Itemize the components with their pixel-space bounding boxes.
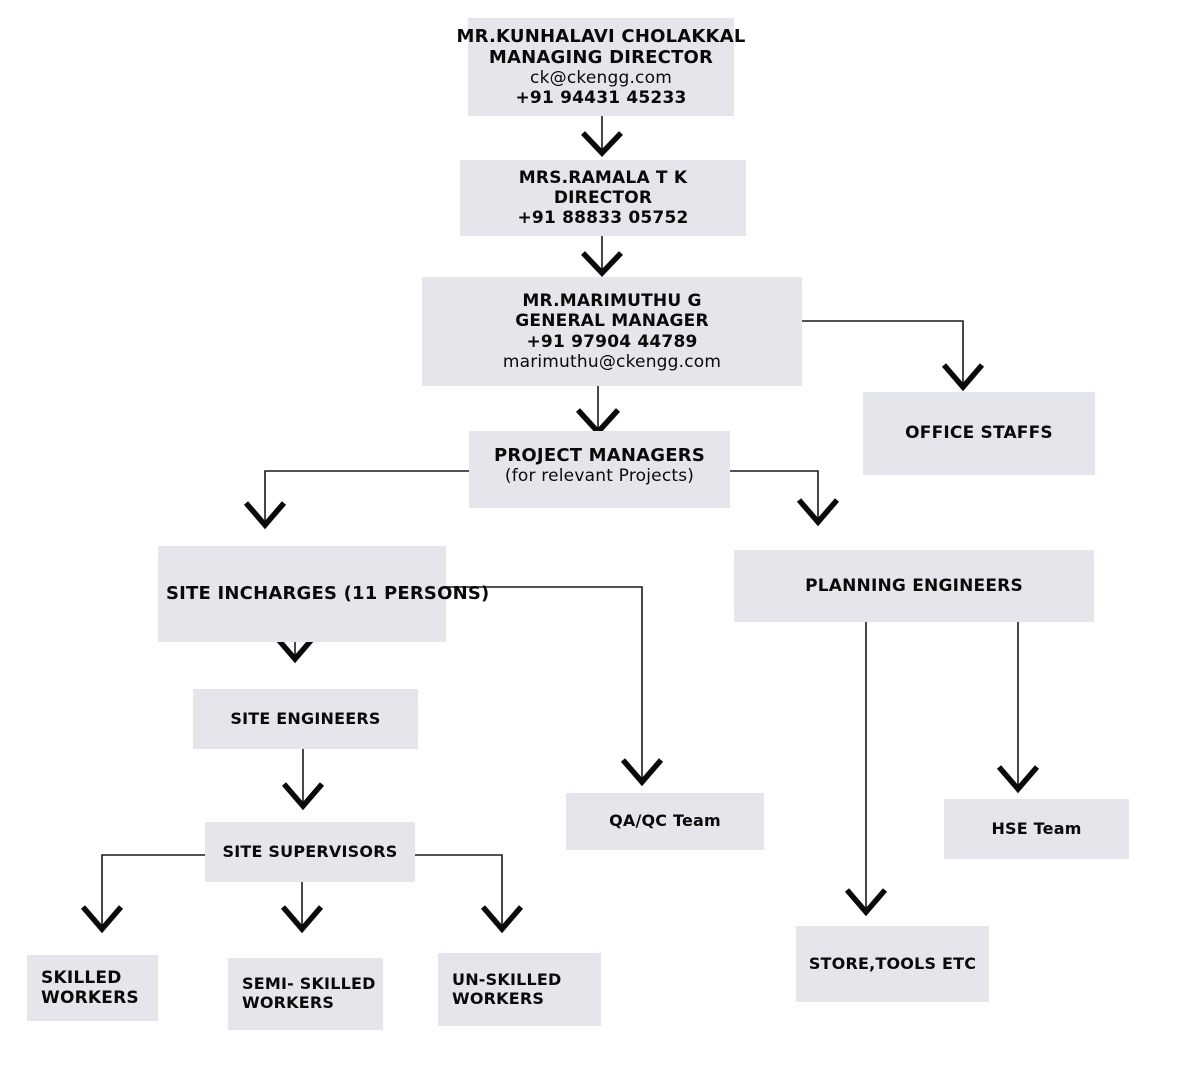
edge-site-supervisors-to-unskilled [415, 854, 503, 925]
node-store-tools[interactable]: STORE,TOOLS ETC [796, 926, 989, 1002]
arrowhead-hse [996, 765, 1040, 794]
node-hse-team[interactable]: HSE Team [944, 799, 1129, 859]
director-name: MRS.RAMALA T K [518, 167, 688, 188]
managing-director-role: MANAGING DIRECTOR [488, 46, 714, 68]
semi-skilled-workers-line2: WORKERS [242, 993, 335, 1012]
un-skilled-workers-line2: WORKERS [452, 988, 545, 1008]
site-incharges-title: SITE INCHARGES (11 PERSONS) [166, 583, 490, 605]
node-site-supervisors[interactable]: SITE SUPERVISORS [205, 822, 415, 882]
node-qa-qc-team[interactable]: QA/QC Team [566, 793, 764, 850]
edge-site-supervisors-to-skilled [101, 854, 205, 925]
node-site-incharges[interactable]: SITE INCHARGES (11 PERSONS) [158, 546, 489, 642]
arrowhead-skilled [80, 905, 124, 934]
general-manager-email: marimuthu@ckengg.com [502, 351, 722, 372]
managing-director-name: MR.KUNHALAVI CHOLAKKAL [456, 25, 746, 47]
semi-skilled-workers-line1: SEMI- SKILLED [242, 974, 376, 994]
arrowhead-semi-skilled [280, 905, 324, 934]
arrowhead-director [581, 131, 623, 157]
node-semi-skilled-workers[interactable]: SEMI- SKILLED WORKERS [228, 958, 383, 1030]
edge-gm-to-office-staffs [802, 320, 964, 383]
node-project-managers[interactable]: PROJECT MANAGERS (for relevant Projects) [469, 431, 730, 508]
general-manager-role: GENERAL MANAGER [515, 311, 709, 332]
site-supervisors-title: SITE SUPERVISORS [222, 841, 398, 861]
store-tools-title: STORE,TOOLS ETC [808, 953, 977, 973]
project-managers-title: PROJECT MANAGERS [493, 445, 706, 466]
edge-pm-to-site-incharges [264, 470, 469, 521]
arrowhead-office-staffs [941, 363, 985, 392]
arrowhead-store-tools [844, 888, 888, 917]
general-manager-phone: +91 97904 44789 [526, 331, 698, 352]
node-skilled-workers[interactable]: SKILLED WORKERS [27, 955, 158, 1021]
director-phone: +91 88833 05752 [517, 208, 689, 229]
arrowhead-qaqc [620, 758, 664, 787]
node-planning-engineers[interactable]: PLANNING ENGINEERS [734, 550, 1094, 622]
project-managers-subtitle: (for relevant Projects) [504, 466, 695, 487]
planning-engineers-title: PLANNING ENGINEERS [805, 575, 1023, 596]
managing-director-email: ck@ckengg.com [530, 68, 672, 89]
managing-director-phone: +91 94431 45233 [515, 88, 687, 109]
edge-pm-to-planning-engineers [730, 470, 819, 518]
arrowhead-unskilled [480, 905, 524, 934]
office-staffs-title: OFFICE STAFFS [905, 423, 1053, 444]
arrowhead-pm [575, 408, 621, 437]
site-engineers-title: SITE ENGINEERS [230, 708, 381, 728]
arrowhead-site-incharges [243, 501, 287, 530]
qa-qc-team-title: QA/QC Team [609, 811, 721, 831]
director-role: DIRECTOR [553, 187, 653, 208]
node-general-manager[interactable]: MR.MARIMUTHU G GENERAL MANAGER +91 97904… [422, 277, 802, 386]
node-managing-director[interactable]: MR.KUNHALAVI CHOLAKKAL MANAGING DIRECTOR… [457, 18, 745, 116]
arrowhead-site-supervisors [281, 782, 325, 811]
skilled-workers-line1: SKILLED [41, 967, 122, 988]
node-director[interactable]: MRS.RAMALA T K DIRECTOR +91 88833 05752 [460, 160, 746, 236]
un-skilled-workers-line1: UN-SKILLED [452, 969, 562, 989]
node-office-staffs[interactable]: OFFICE STAFFS [863, 392, 1095, 475]
node-site-engineers[interactable]: SITE ENGINEERS [193, 689, 418, 749]
edge-site-incharges-to-qaqc [446, 586, 643, 778]
arrowhead-planning-engineers [796, 498, 840, 527]
general-manager-name: MR.MARIMUTHU G [522, 291, 702, 312]
node-un-skilled-workers[interactable]: UN-SKILLED WORKERS [438, 953, 601, 1026]
hse-team-title: HSE Team [991, 818, 1082, 838]
arrowhead-gm [581, 251, 623, 277]
skilled-workers-line2: WORKERS [41, 988, 139, 1008]
